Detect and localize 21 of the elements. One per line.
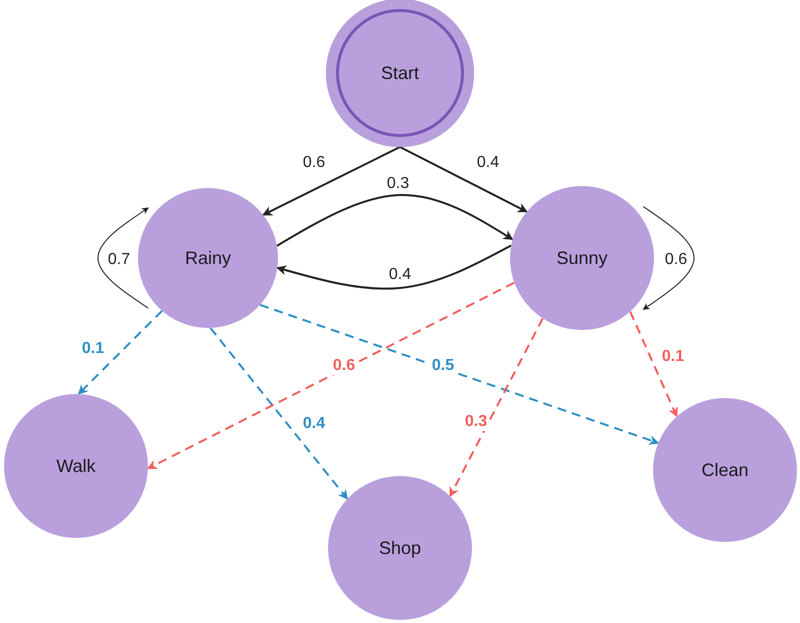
arrow bbox=[400, 146, 528, 213]
arrow bbox=[449, 318, 544, 498]
arrow bbox=[260, 304, 660, 445]
state-name: Clean bbox=[701, 460, 749, 480]
arrow bbox=[276, 244, 512, 290]
probability-label: 0.5 bbox=[430, 357, 456, 375]
arrow bbox=[147, 282, 515, 470]
state-name: Rainy bbox=[184, 248, 232, 268]
state-name: Shop bbox=[378, 538, 422, 558]
arrow bbox=[262, 146, 400, 216]
arrow bbox=[276, 194, 514, 247]
state-name: Start bbox=[380, 62, 419, 84]
state-name: Walk bbox=[56, 456, 96, 476]
arrow bbox=[642, 206, 694, 310]
probability-label: 0.6 bbox=[330, 357, 358, 375]
probability-label: 0.3 bbox=[462, 413, 490, 431]
state-name: Sunny bbox=[556, 248, 608, 268]
arrow bbox=[210, 327, 348, 500]
arrow bbox=[98, 207, 149, 309]
arrow bbox=[629, 311, 678, 418]
arrow bbox=[78, 310, 163, 395]
